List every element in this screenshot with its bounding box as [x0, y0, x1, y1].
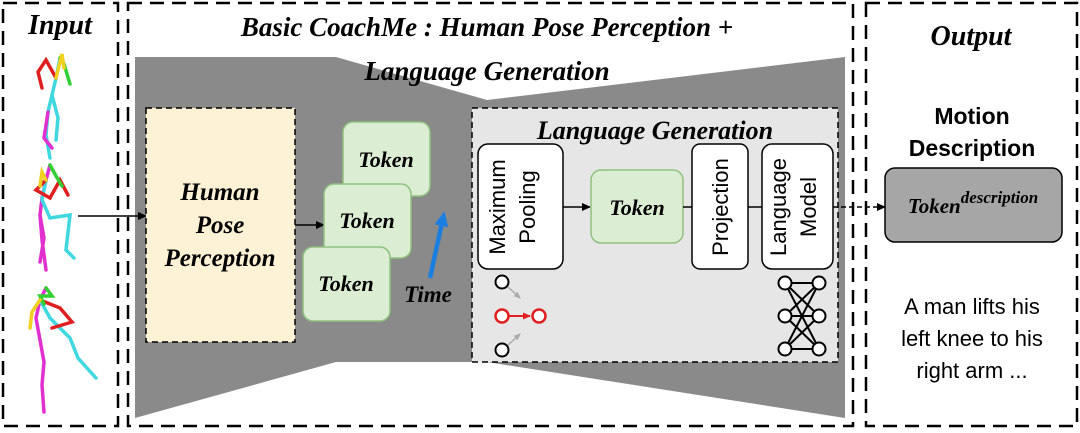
- token-box-front: [302, 246, 391, 322]
- pose-skeleton-3: [28, 286, 98, 414]
- pose-skeleton-1: [36, 53, 72, 160]
- maximum-pooling-line2: Pooling: [515, 170, 540, 243]
- perception-line3: Perception: [163, 245, 275, 272]
- main-title-line1: Basic CoachMe : Human Pose Perception +: [240, 12, 733, 42]
- motion-description-line2: Description: [909, 135, 1036, 161]
- time-label: Time: [404, 282, 452, 307]
- pooling-illustration: [494, 274, 547, 358]
- language-model-line1: Language: [766, 158, 791, 256]
- token-front-label: Token: [318, 271, 373, 296]
- language-model-line2: Model: [796, 177, 821, 237]
- output-panel: [864, 1, 1079, 428]
- time-arrow-icon: [427, 211, 449, 279]
- main-title-line2: Language Generation: [363, 56, 609, 86]
- input-label: Input: [27, 10, 93, 41]
- language-generation-title: Language Generation: [536, 116, 773, 145]
- sentence-line1: A man lifts his: [904, 294, 1040, 319]
- input-panel: [1, 1, 120, 428]
- projection-label: Projection: [708, 158, 733, 256]
- output-label: Output: [931, 21, 1013, 52]
- motion-description-line1: Motion: [934, 103, 1009, 129]
- human-pose-perception-box: [145, 107, 296, 343]
- network-illustration: [777, 275, 827, 357]
- main-panel: [126, 1, 855, 428]
- perception-line1: Human: [179, 179, 259, 206]
- pose-skeleton-2: [33, 163, 76, 272]
- perception-line2: Pose: [195, 212, 245, 239]
- token-back-label: Token: [358, 147, 413, 172]
- sentence-line3: right arm ...: [916, 358, 1027, 383]
- sentence-line2: left knee to his: [901, 326, 1043, 351]
- language-token-label: Token: [609, 195, 664, 220]
- output-token-label: Tokendescription: [908, 188, 1038, 218]
- maximum-pooling-line1: Maximum: [485, 159, 510, 254]
- output-token-box: [884, 167, 1063, 243]
- token-middle-label: Token: [339, 208, 394, 233]
